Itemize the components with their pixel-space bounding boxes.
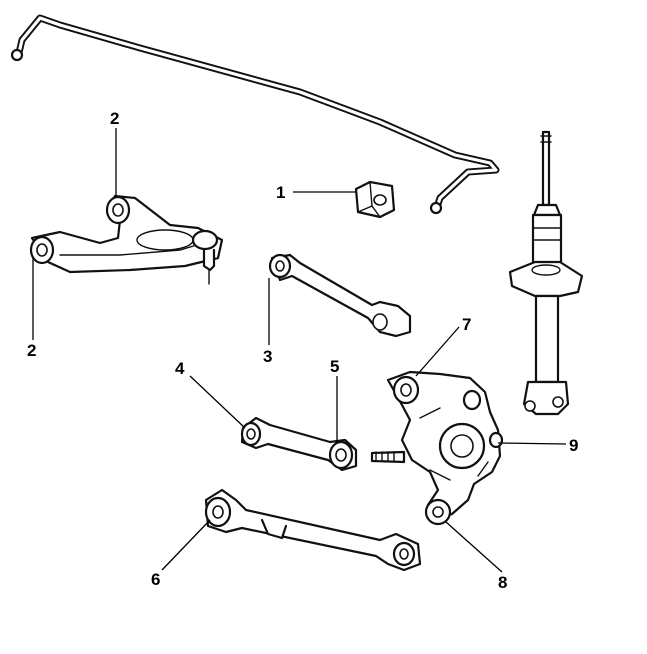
- callout-7: 7: [462, 315, 471, 334]
- callout-8: 8: [498, 573, 507, 592]
- rear-knuckle: [370, 370, 504, 526]
- upper-control-arm: [29, 194, 224, 285]
- callout-5: 5: [330, 357, 339, 376]
- upper-link: [268, 253, 412, 338]
- callouts: 1 2 2 3 4 5 6 7 8 9: [27, 109, 578, 592]
- callout-6: 6: [151, 570, 160, 589]
- lower-link: [204, 488, 422, 572]
- leader-9: [497, 442, 567, 445]
- toe-link: [240, 416, 358, 472]
- stabilizer-bar: [10, 14, 500, 215]
- leader-4: [189, 375, 246, 429]
- stabilizer-bushing: [354, 180, 396, 219]
- leader-7: [415, 326, 460, 377]
- leader-6: [161, 519, 211, 571]
- callout-2-upper: 2: [110, 109, 119, 128]
- callout-4: 4: [175, 359, 185, 378]
- shock-absorber: [508, 130, 584, 416]
- callout-3: 3: [263, 347, 272, 366]
- callout-2-lower: 2: [27, 341, 36, 360]
- leader-lines: [32, 128, 567, 573]
- callout-9: 9: [569, 436, 578, 455]
- leader-8: [445, 521, 503, 573]
- callout-1: 1: [276, 183, 285, 202]
